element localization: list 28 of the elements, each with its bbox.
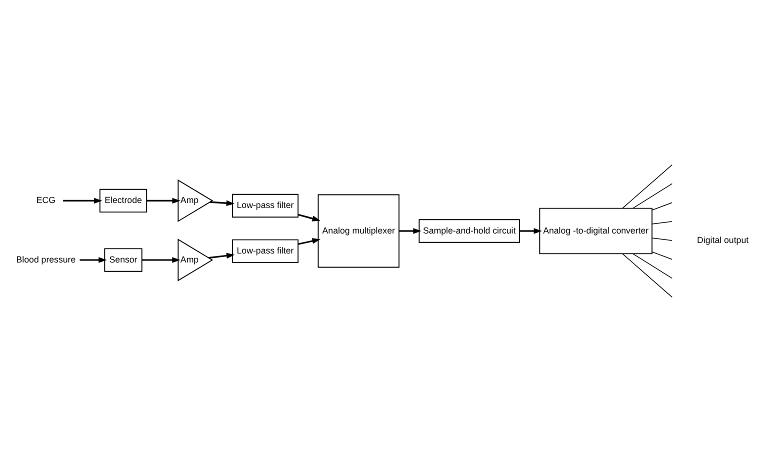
node-box: Analog multiplexer	[318, 194, 400, 268]
node-box: Sensor	[104, 248, 142, 272]
node-box: Electrode	[99, 188, 148, 212]
arrow	[142, 256, 180, 262]
arrow	[63, 197, 102, 204]
arrow	[210, 200, 235, 206]
connector	[622, 252, 672, 298]
connector	[652, 202, 672, 210]
connector	[632, 182, 673, 208]
arrow	[399, 228, 422, 234]
node-box: Low-pass filter	[232, 238, 299, 263]
connector	[632, 252, 673, 278]
node-box: Low-pass filter	[232, 193, 299, 218]
node-text: Blood pressure	[16, 254, 76, 264]
arrow	[146, 197, 180, 204]
arrow	[520, 228, 542, 234]
arrow	[298, 213, 320, 221]
connector	[652, 237, 672, 240]
node-box: Sample-and-hold circuit	[418, 218, 520, 242]
arrow	[208, 252, 235, 258]
connector	[652, 250, 672, 260]
connector	[652, 220, 672, 224]
node-box: Analog -to-digital converter	[539, 207, 652, 254]
arrow	[298, 238, 320, 244]
connector	[622, 164, 672, 208]
arrow	[80, 256, 107, 262]
label: Digital output	[697, 234, 749, 244]
node-text: ECG	[36, 194, 56, 205]
